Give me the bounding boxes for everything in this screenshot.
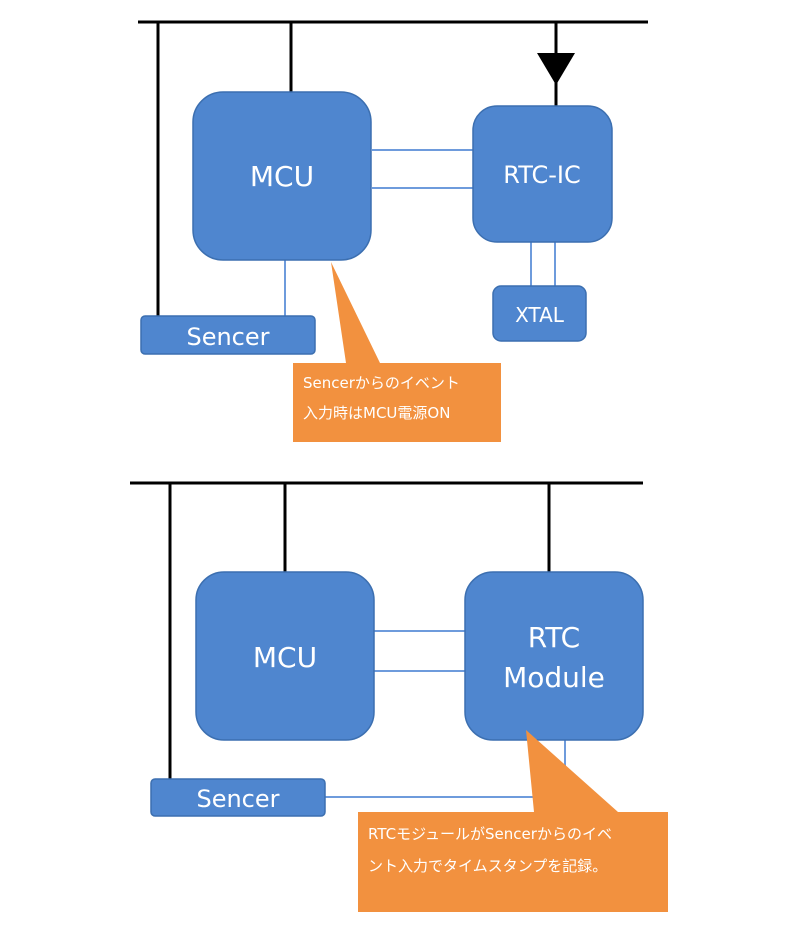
xtal-label: XTAL bbox=[515, 303, 565, 327]
rtc-ic-label: RTC-IC bbox=[503, 161, 580, 189]
diagram-1: MCU RTC-IC XTAL Sencer Sencerからのイベント 入力時… bbox=[138, 20, 648, 442]
sensor-block bbox=[140, 315, 316, 355]
diode-triangle-icon bbox=[537, 53, 575, 85]
rtc-module-label-line-1: RTC bbox=[528, 621, 580, 654]
rtc-module-block bbox=[464, 571, 644, 741]
sensor-label: Sencer bbox=[186, 323, 269, 351]
rtc-ic-block bbox=[472, 105, 613, 243]
mcu-block-2 bbox=[195, 571, 375, 741]
diagram-2: MCU RTC Module Sencer RTCモジュールがSencerからの… bbox=[130, 481, 668, 912]
callout-2-line-2: ント入力でタイムスタンプを記録。 bbox=[368, 857, 607, 875]
xtal-block bbox=[492, 285, 587, 342]
callout-2-line-1: RTCモジュールがSencerからのイベ bbox=[368, 825, 612, 843]
mcu-label: MCU bbox=[250, 160, 314, 193]
callout-2-shape bbox=[358, 730, 668, 912]
callout-1-line-1: Sencerからのイベント bbox=[303, 374, 460, 392]
sensor-block-2 bbox=[150, 778, 326, 817]
callout-1-line-2: 入力時はMCU電源ON bbox=[303, 404, 450, 422]
mcu-label-2: MCU bbox=[253, 641, 317, 674]
sensor-label-2: Sencer bbox=[196, 785, 279, 813]
rtc-module-label-line-2: Module bbox=[503, 661, 605, 694]
callout-1-shape bbox=[293, 262, 501, 442]
mcu-block bbox=[192, 91, 372, 261]
